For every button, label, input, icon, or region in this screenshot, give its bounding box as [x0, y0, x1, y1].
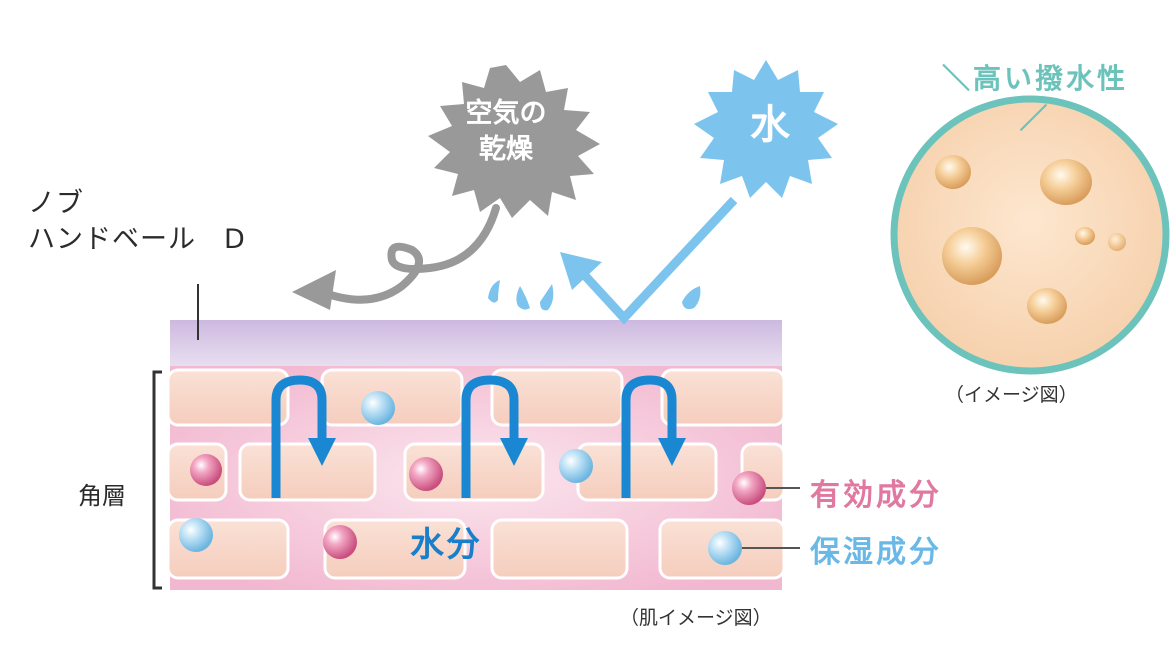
- water-arrow: [578, 200, 734, 318]
- repellent-caption: （イメージ図）: [945, 380, 1078, 407]
- dry-air-label: 空気の 乾燥: [436, 96, 576, 168]
- protective-membrane: [170, 320, 782, 366]
- brand-line-2: ハンドベール D: [28, 222, 246, 258]
- dry-air-arrow-head: [292, 270, 336, 310]
- moisture-label: 水分: [410, 517, 482, 566]
- dry-air-label-line-1: 空気の: [436, 96, 576, 132]
- skin-caption: （肌イメージ図）: [620, 603, 772, 630]
- stratum-corneum-label: 角層: [78, 476, 126, 511]
- layer-bracket: [154, 372, 162, 588]
- dry-air-arrow: [322, 208, 496, 300]
- repellent-title: ＼高い撥水性／: [940, 57, 1130, 137]
- legend-active-ingredient: 有効成分: [810, 470, 942, 514]
- water-label: 水: [720, 92, 820, 150]
- dry-air-label-line-2: 乾燥: [436, 132, 576, 168]
- brand-line-1: ノブ: [28, 186, 246, 222]
- repellent-circle: [894, 99, 1166, 371]
- product-name: ノブ ハンドベール D: [28, 186, 246, 258]
- legend-moisturizing-ingredient: 保湿成分: [810, 527, 942, 571]
